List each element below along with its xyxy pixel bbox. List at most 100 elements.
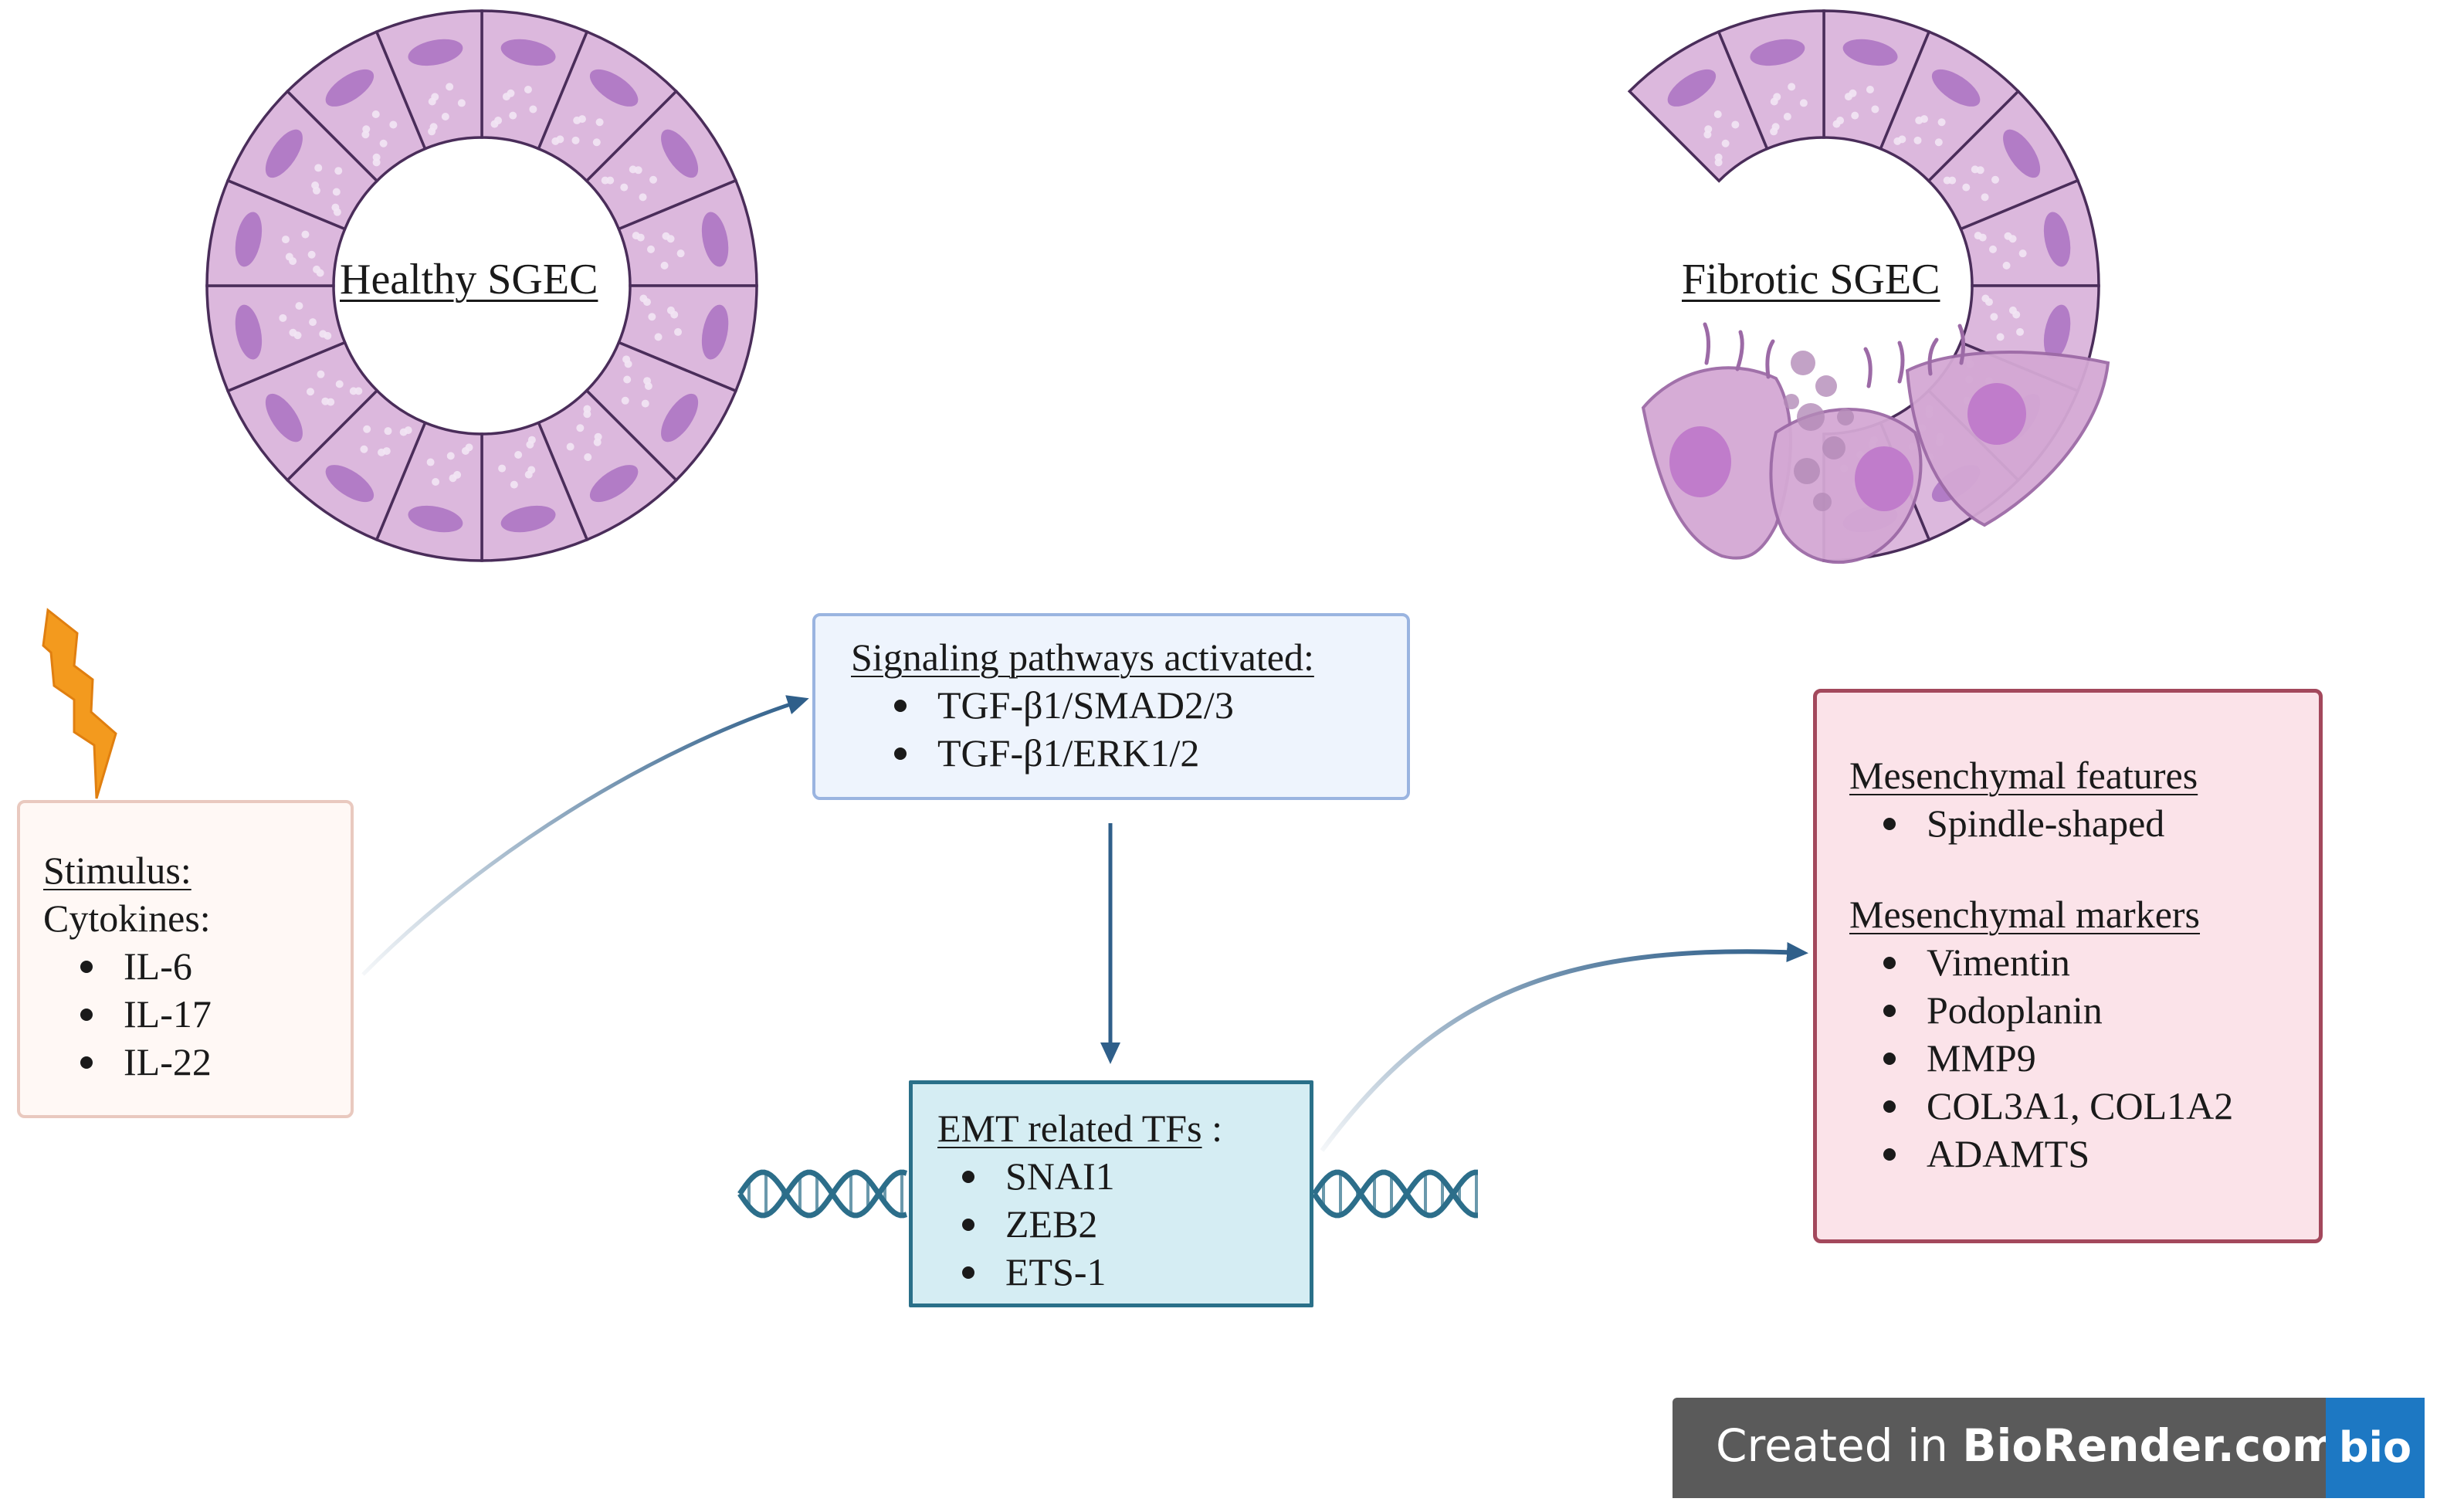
granule <box>556 135 564 144</box>
granule <box>595 118 604 127</box>
fibroblast-cells <box>1641 322 2110 564</box>
granule <box>378 448 386 456</box>
cytokines-label: Cytokines: <box>43 897 211 940</box>
granule <box>641 399 649 408</box>
emt-heading: EMT related TFs <box>937 1107 1202 1150</box>
list-item: TGF-β1/SMAD2/3 <box>894 681 1384 729</box>
fibroblast-nucleus <box>1669 426 1731 497</box>
granule <box>441 113 449 121</box>
granule <box>498 464 507 473</box>
cell-nucleus <box>589 465 639 503</box>
granule <box>1773 93 1781 101</box>
granule <box>571 136 580 144</box>
granule <box>2018 249 2027 258</box>
granule <box>349 387 358 395</box>
granule <box>1731 120 1740 129</box>
granule <box>524 470 533 479</box>
granule <box>646 245 655 253</box>
dna-helix-icon <box>737 1169 908 1219</box>
granule <box>654 333 663 341</box>
mesenchymal-markers-heading: Mesenchymal markers <box>1849 893 2201 936</box>
granule <box>301 230 310 239</box>
granule <box>1866 85 1874 93</box>
granule <box>621 396 629 405</box>
granule <box>670 310 679 319</box>
cell-nucleus <box>325 69 375 107</box>
cell-nucleus <box>265 129 303 178</box>
cell-nucleus <box>500 39 556 66</box>
cell-nucleus <box>408 39 463 66</box>
signaling-heading: Signaling pathways activated: <box>851 636 1314 679</box>
tf-list: SNAI1 ZEB2 ETS-1 <box>937 1152 1286 1296</box>
list-item: Spindle-shaped <box>1883 799 2296 847</box>
granule <box>1898 135 1906 144</box>
granule <box>379 139 388 147</box>
granule <box>311 181 320 190</box>
granule <box>1871 105 1879 114</box>
list-item: ADAMTS <box>1883 1130 2296 1178</box>
list-item: COL3A1, COL1A2 <box>1883 1082 2296 1130</box>
granule <box>510 480 518 489</box>
emt-heading-suffix: : <box>1201 1107 1222 1150</box>
granule <box>592 138 601 147</box>
cell-nucleus <box>1931 69 1981 107</box>
granule <box>494 117 503 125</box>
granule <box>1976 166 1984 175</box>
granule <box>446 83 454 91</box>
fibroblast-nucleus <box>1855 446 1913 511</box>
cell-nucleus <box>408 505 463 533</box>
granule <box>1704 125 1713 134</box>
granule <box>1978 233 1987 242</box>
granule <box>649 175 658 184</box>
granule <box>593 438 602 446</box>
cytokine-list: IL-6 IL-17 IL-22 <box>43 942 327 1086</box>
granule <box>1799 99 1808 107</box>
granule <box>526 440 534 449</box>
granule <box>426 458 435 466</box>
granule <box>306 388 314 396</box>
granule <box>449 474 457 483</box>
stimulus-heading: Stimulus: <box>43 849 191 892</box>
biorender-badge[interactable]: Created in BioRender.com bio <box>1673 1398 2425 1498</box>
mesenchymal-box: Mesenchymal features Spindle-shaped Mese… <box>1813 689 2323 1243</box>
granule <box>584 453 592 462</box>
fibroblast-nucleus <box>1967 383 2026 445</box>
granule <box>1962 183 1971 192</box>
granule <box>606 176 615 185</box>
granule <box>639 193 647 202</box>
granule <box>1981 193 1989 202</box>
granule <box>1849 89 1857 97</box>
biorender-logo-icon: bio <box>2326 1398 2425 1498</box>
granule <box>331 203 340 212</box>
granule <box>1714 153 1723 161</box>
cell-nucleus <box>235 212 263 267</box>
granule <box>509 111 517 120</box>
badge-prefix: Created in <box>1716 1419 1963 1472</box>
list-item: SNAI1 <box>962 1152 1286 1200</box>
list-item: Vimentin <box>1883 938 2296 986</box>
granule <box>1937 118 1946 127</box>
list-item: IL-17 <box>80 990 327 1038</box>
granule <box>623 375 632 384</box>
cell-nucleus <box>701 304 729 360</box>
granule <box>2002 261 2011 270</box>
list-item: ETS-1 <box>962 1248 1286 1296</box>
granule <box>1948 176 1957 185</box>
granule <box>644 381 652 390</box>
cell-nucleus <box>235 304 263 360</box>
arrow-stimulus-to-signaling <box>361 695 809 976</box>
cell-nucleus <box>701 212 729 267</box>
granule <box>307 250 316 259</box>
list-item: TGF-β1/ERK1/2 <box>894 729 1384 777</box>
granule <box>524 85 532 93</box>
cell-nucleus <box>2043 212 2071 267</box>
granule <box>1984 298 1993 307</box>
granule <box>507 89 515 97</box>
granule <box>1851 111 1859 120</box>
cell-nucleus <box>661 393 699 442</box>
granule <box>666 235 675 243</box>
granule <box>363 425 371 433</box>
badge-text: Created in BioRender.com <box>1716 1419 2338 1472</box>
granule <box>431 93 439 101</box>
